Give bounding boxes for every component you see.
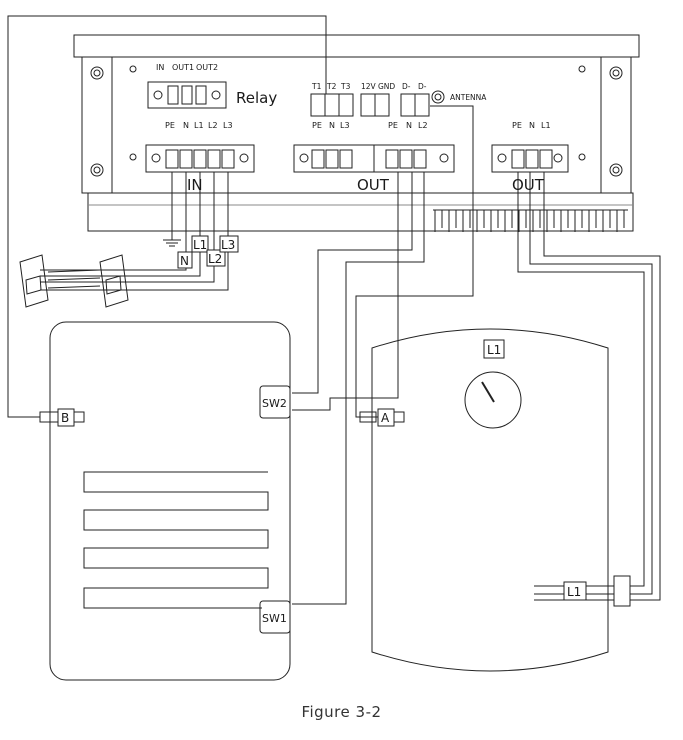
power-terminal [360, 93, 390, 117]
controller-housing [73, 34, 640, 232]
out3-pin-l1: L1 [541, 121, 551, 130]
wiring [7, 15, 661, 605]
input-block-title: IN [187, 176, 203, 194]
antenna-label: ANTENNA [450, 93, 487, 102]
sensor-pin-t2: T2 [326, 82, 337, 91]
input-terminal-block [145, 144, 255, 173]
out2-pin-pe: PE [388, 121, 398, 130]
power-pin-gnd: GND [378, 82, 395, 91]
output-block-3-title: OUT [512, 176, 545, 194]
mains-label-l1: L1 [193, 238, 207, 252]
sensor-pin-t3: T3 [340, 82, 351, 91]
heater-label: L1 [567, 585, 581, 599]
in-pin-l2: L2 [208, 121, 218, 130]
sensor-a-label: A [381, 411, 390, 425]
relay-pin-in: IN [156, 63, 164, 72]
figure-caption: Figure 3-2 [301, 703, 382, 721]
mains-label-l2: L2 [208, 252, 222, 266]
bus-pin-1: D- [402, 82, 411, 91]
in-pin-l3: L3 [223, 121, 233, 130]
power-pin-12v: 12V [361, 82, 377, 91]
antenna-connector [431, 90, 445, 104]
output-terminal-block-2 [373, 144, 455, 173]
right-tank [359, 328, 631, 672]
sensor-b-label: B [61, 411, 69, 425]
mains-label-l3: L3 [221, 238, 235, 252]
left-tank [39, 321, 291, 681]
out3-pin-pe: PE [512, 121, 522, 130]
sw1-label: SW1 [262, 612, 287, 625]
in-pin-n: N [183, 121, 189, 130]
mains-label-n: N [180, 254, 189, 268]
in-pin-l1: L1 [194, 121, 204, 130]
relay-terminal [147, 81, 227, 109]
out2-pin-n: N [406, 121, 412, 130]
relay-title: Relay [236, 89, 277, 107]
in-pin-pe: PE [165, 121, 175, 130]
circuit-breakers [19, 254, 129, 308]
output-group-title: OUT [357, 176, 390, 194]
right-tank-top-label: L1 [487, 343, 501, 357]
out3-pin-n: N [529, 121, 535, 130]
out1-pin-n: N [329, 121, 335, 130]
bus-pin-2: D- [418, 82, 427, 91]
bus-terminal [400, 93, 430, 117]
out1-pin-l3: L3 [340, 121, 350, 130]
relay-pin-out2: OUT2 [196, 63, 218, 72]
out1-pin-pe: PE [312, 121, 322, 130]
relay-pin-out1: OUT1 [172, 63, 194, 72]
sensor-pin-t1: T1 [311, 82, 322, 91]
out2-pin-l2: L2 [418, 121, 428, 130]
sensor-terminal [310, 93, 354, 117]
sw2-label: SW2 [262, 397, 287, 410]
